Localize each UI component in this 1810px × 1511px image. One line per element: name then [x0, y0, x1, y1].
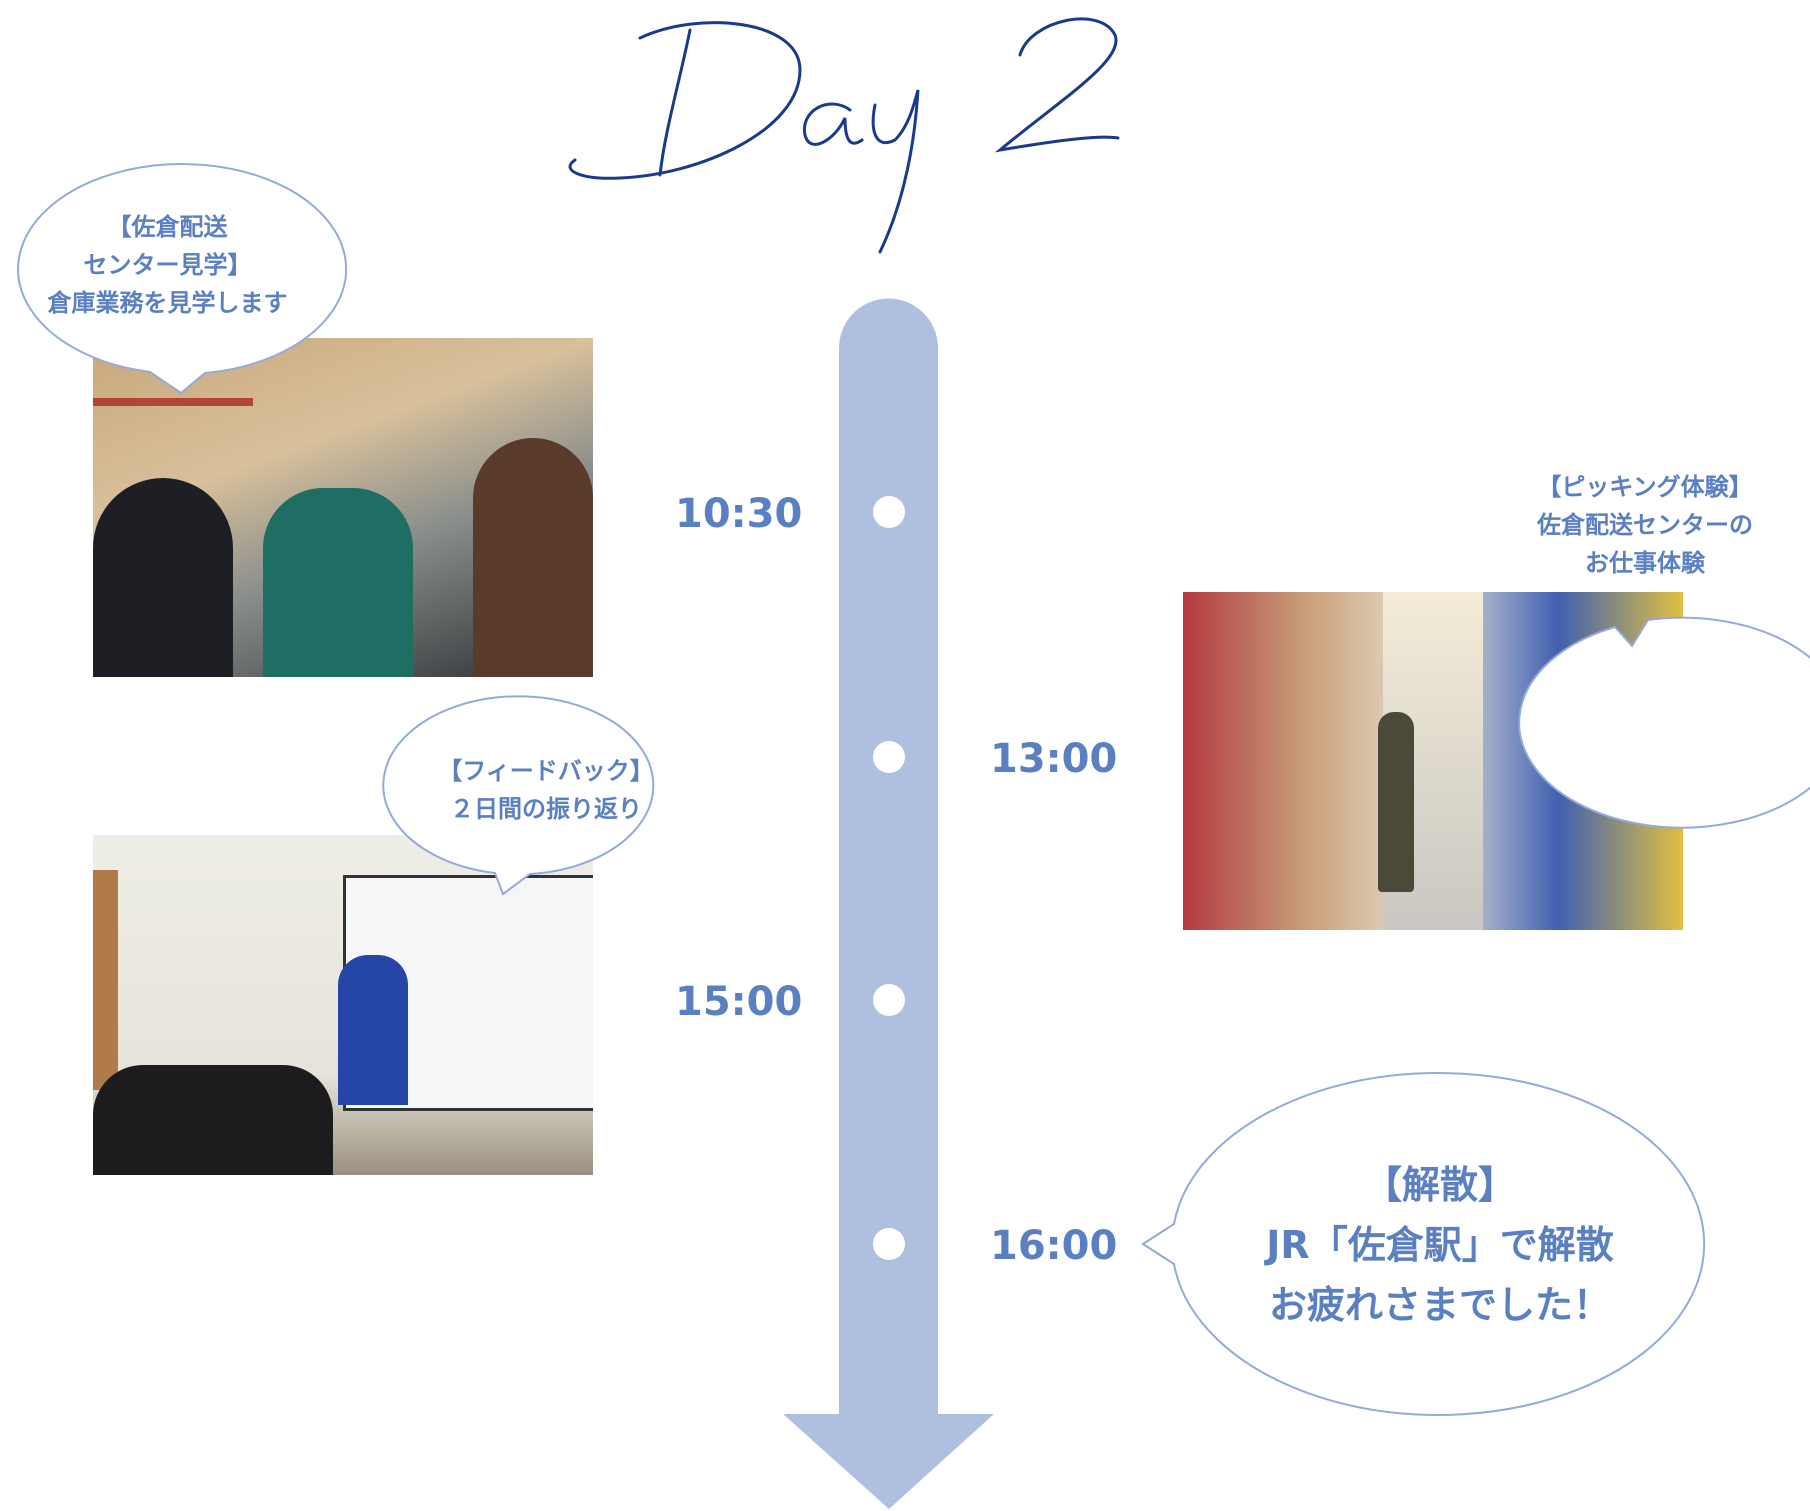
bubble-4-shape	[1141, 1072, 1706, 1416]
day-2-title-logo	[568, 17, 1120, 254]
bubble-text-dismissal: 【解散】 JR「佐倉駅」で解散 お疲れさまでした！	[1266, 1163, 1614, 1327]
feedback-session-photo	[93, 835, 593, 1175]
warehouse-tour-photo	[93, 338, 593, 677]
bubble-1-shape	[17, 163, 348, 395]
bubble-text-warehouse-tour: 【佐倉配送 センター見学】 倉庫業務を見学します	[47, 213, 288, 317]
bubble-text-feedback: 【フィードバック】 ２日間の振り返り	[438, 757, 654, 823]
timeline-dot	[873, 1228, 905, 1260]
bubble-text-picking: 【ピッキング体験】 佐倉配送センターの お仕事体験	[1537, 473, 1753, 577]
time-label: 15:00	[675, 979, 803, 1025]
time-label: 10:30	[675, 491, 803, 537]
timeline-dot	[873, 741, 905, 773]
time-label: 13:00	[990, 736, 1118, 782]
time-label: 16:00	[990, 1223, 1118, 1269]
bubble-3-shape	[382, 695, 655, 896]
bubble-2-shape	[1518, 616, 1810, 829]
timeline-dot	[873, 496, 905, 528]
timeline-dot	[873, 984, 905, 1016]
